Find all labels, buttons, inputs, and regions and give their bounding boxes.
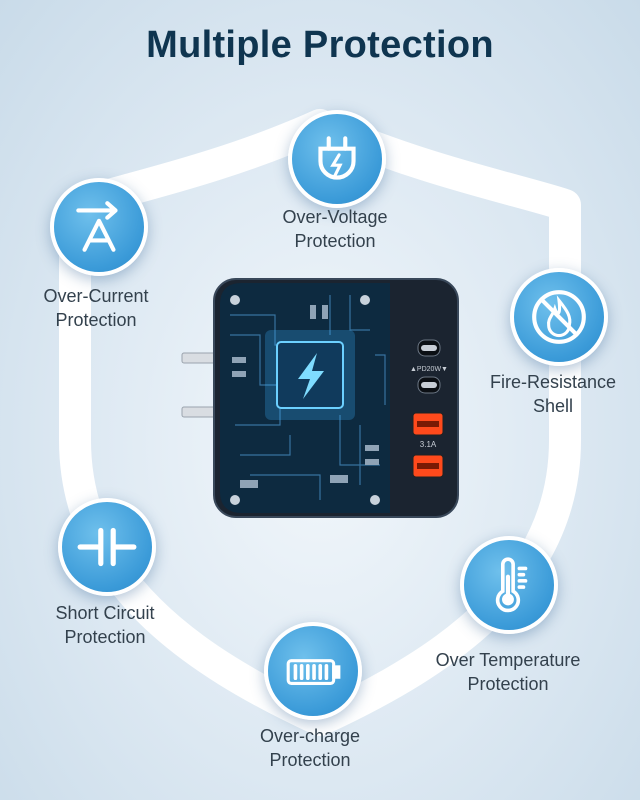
ampere-icon xyxy=(50,178,148,276)
battery-icon xyxy=(264,622,362,720)
charger-illustration: ▲PD20W▼ 3.1A xyxy=(181,278,459,518)
label-short-circuit: Short Circuit Protection xyxy=(55,603,155,647)
label-over-voltage: Over-Voltage Protection xyxy=(282,207,388,251)
pd-port-label: ▲PD20W▼ xyxy=(410,366,448,373)
label-over-charge: Over-charge Protection xyxy=(259,726,361,770)
page-title: Multiple Protection xyxy=(146,24,494,66)
plug-bolt-icon xyxy=(288,110,386,208)
thermometer-icon xyxy=(460,536,558,634)
capacitor-icon xyxy=(58,498,156,596)
label-fire-resistance: Fire-Resistance Shell xyxy=(489,372,617,416)
label-over-temperature: Over Temperature Protection xyxy=(435,650,581,694)
qc-port-label: 3.1A xyxy=(420,440,437,449)
label-over-current: Over-Current Protection xyxy=(43,286,149,330)
no-fire-icon xyxy=(510,268,608,366)
